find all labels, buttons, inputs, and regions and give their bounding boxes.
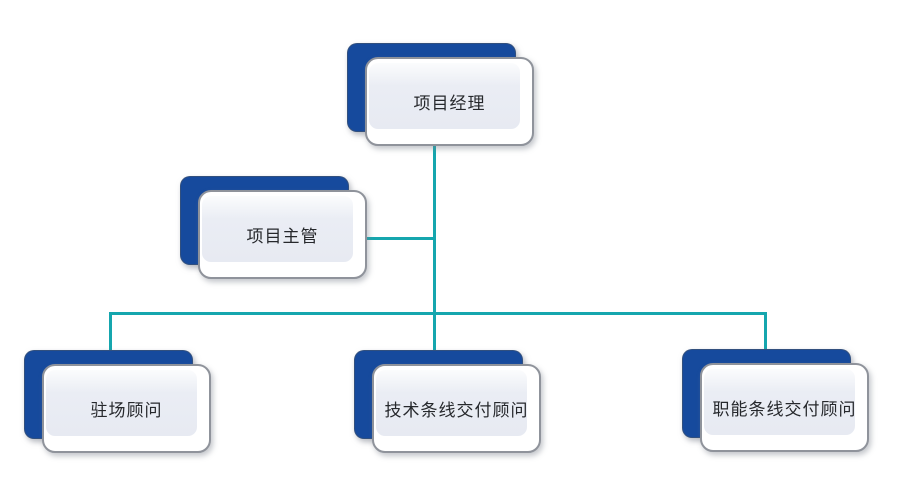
org-node-tech-line-delivery-consultant: 技术条线交付顾问 [354,350,541,453]
node-card: 项目主管 [198,190,367,279]
org-node-project-manager: 项目经理 [347,43,534,146]
org-node-functional-line-delivery-consultant: 职能条线交付顾问 [682,349,869,452]
connector-horizontal-main [109,312,767,315]
connector-supervisor-branch [366,237,436,240]
node-label: 职能条线交付顾问 [712,400,857,419]
node-label: 项目经理 [413,94,486,113]
org-node-project-supervisor: 项目主管 [180,176,367,279]
node-label: 技术条线交付顾问 [384,401,529,420]
node-card: 职能条线交付顾问 [700,363,869,452]
connector-vertical-main [433,146,436,351]
connector-stub-onsite [109,312,112,351]
node-card: 技术条线交付顾问 [372,364,541,453]
connector-stub-functional [764,312,767,350]
node-label: 驻场顾问 [90,401,163,420]
node-card: 项目经理 [365,57,534,146]
org-node-onsite-consultant: 驻场顾问 [24,350,211,453]
node-card: 驻场顾问 [42,364,211,453]
node-label: 项目主管 [246,227,319,246]
